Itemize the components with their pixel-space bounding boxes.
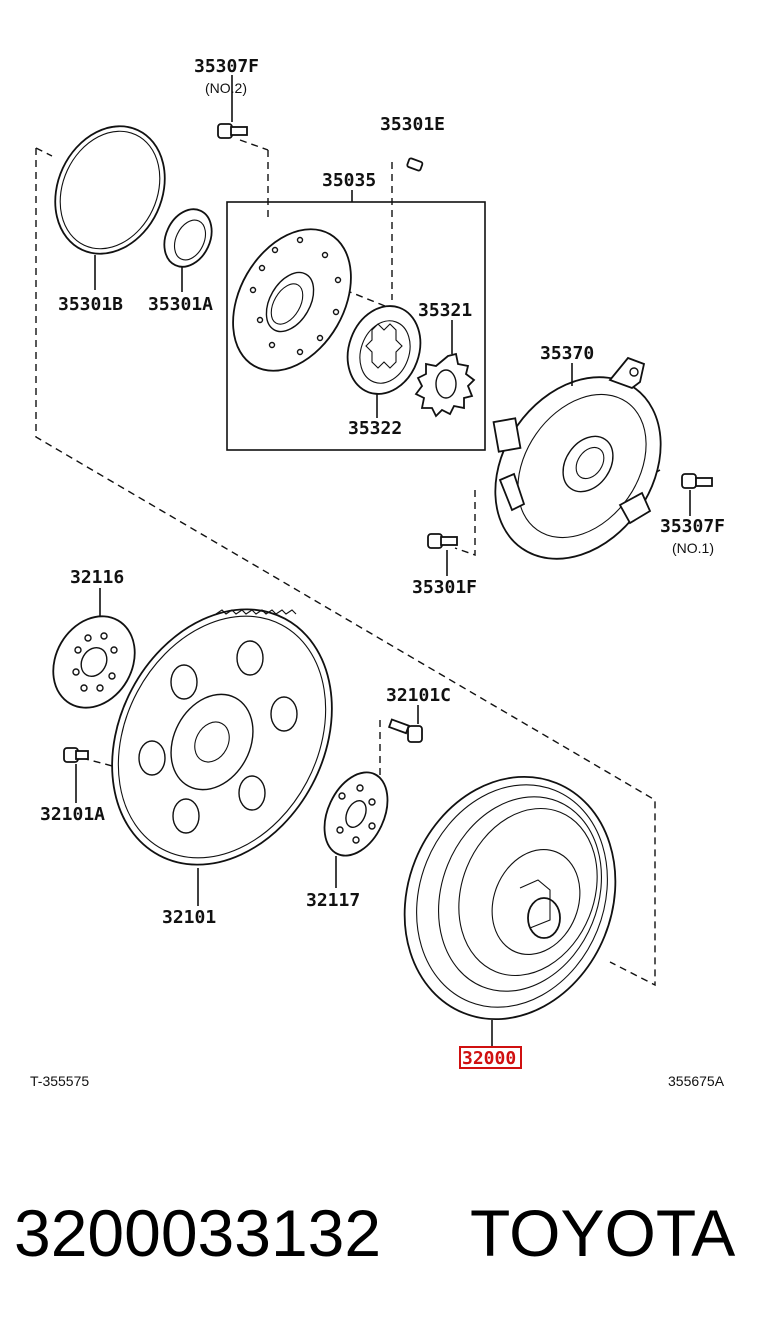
brand-name: TOYOTA xyxy=(470,1196,735,1270)
label-35301B: 35301B xyxy=(58,294,123,315)
label-35307F-no1: 35307F xyxy=(660,516,725,537)
o-ring-35301B[interactable] xyxy=(35,108,185,290)
label-32116: 32116 xyxy=(70,567,124,588)
label-35301E: 35301E xyxy=(380,114,445,135)
label-35370: 35370 xyxy=(540,343,594,364)
label-35322: 35322 xyxy=(348,418,402,439)
pump-body-plate[interactable] xyxy=(209,208,375,392)
label-35301A: 35301A xyxy=(148,294,213,315)
spacer-32116[interactable] xyxy=(37,588,151,723)
drive-plate-32101[interactable] xyxy=(69,571,375,906)
label-35307F-no2: 35307F xyxy=(194,56,259,77)
label-32101C: 32101C xyxy=(386,685,451,706)
group-box-35035 xyxy=(226,190,486,451)
driven-gear-35322[interactable] xyxy=(336,296,433,418)
bolt-35307F-no2[interactable] xyxy=(217,75,248,139)
label-32101: 32101 xyxy=(162,907,216,928)
bolt-35307F-no1[interactable] xyxy=(681,473,713,516)
label-32117: 32117 xyxy=(306,890,360,911)
bolt-32101C[interactable] xyxy=(387,705,423,743)
part-number: 3200033132 xyxy=(14,1196,381,1270)
ref-left: T-355575 xyxy=(30,1073,89,1089)
label-35035: 35035 xyxy=(322,170,376,191)
label-32101A: 32101A xyxy=(40,804,105,825)
label-32000: 32000 xyxy=(462,1048,516,1069)
label-35321: 35321 xyxy=(418,300,472,321)
bolt-35301F[interactable] xyxy=(427,533,458,576)
label-35301F: 35301F xyxy=(412,577,477,598)
spacer-32117[interactable] xyxy=(312,762,400,888)
oil-pump-35370[interactable] xyxy=(461,345,695,590)
oil-seal-35301A[interactable] xyxy=(155,202,220,292)
drive-gear-35321[interactable] xyxy=(414,320,476,418)
highlight-box xyxy=(459,1046,522,1069)
label-35307F-no2-sub: (NO.2) xyxy=(205,80,247,96)
pin-35301E[interactable] xyxy=(406,157,424,172)
torque-converter-32000[interactable] xyxy=(369,745,651,1051)
label-35307F-no1-sub: (NO.1) xyxy=(672,540,714,556)
bolt-32101A[interactable] xyxy=(63,747,89,803)
ref-right: 355675A xyxy=(668,1073,725,1089)
